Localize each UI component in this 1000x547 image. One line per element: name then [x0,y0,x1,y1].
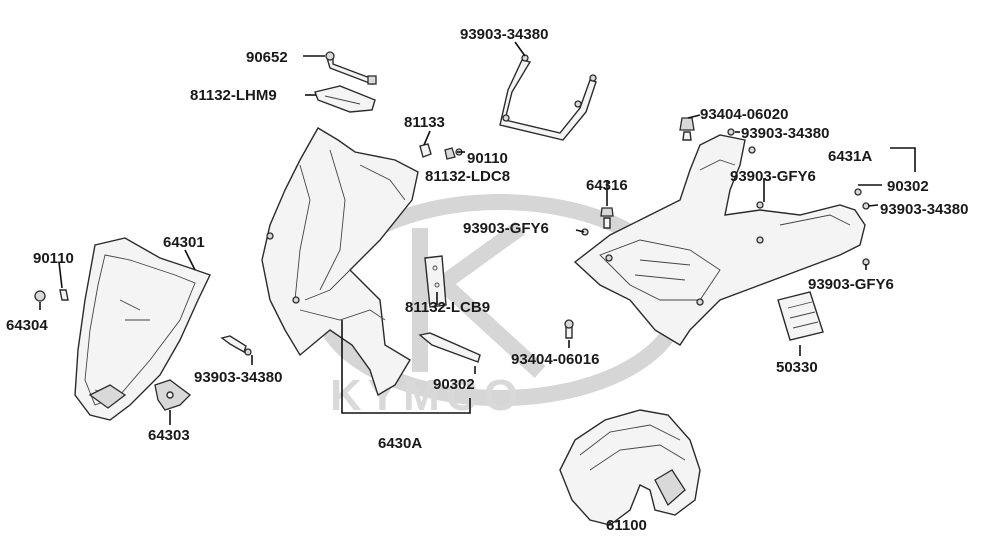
label-93903-34380-right: 93903-34380 [741,125,829,142]
label-81132-ldc8: 81132-LDC8 [425,168,510,185]
part-labels: 93903-34380 90652 81132-LHM9 81133 90110… [6,26,968,534]
front-cover-64301 [74,237,211,421]
label-90110-left: 90110 [33,250,74,267]
label-81132-lcb9: 81132-LCB9 [405,299,490,316]
label-90302-right: 90302 [887,178,929,195]
watermark-text: KYMCO [330,371,524,420]
pad-50330 [777,291,824,341]
grommet-64304 [34,289,69,302]
screw-93404-06016 [564,319,574,339]
label-93903-gfy6-low: 93903-GFY6 [808,276,894,293]
clip-90302-lower [418,332,481,363]
label-93903-34380-low: 93903-34380 [194,369,282,386]
grommet-93404-06020 [679,117,695,141]
label-93404-06016: 93404-06016 [511,351,599,368]
label-50330: 50330 [776,359,818,376]
floor-screws [581,128,870,266]
label-93903-gfy6-right: 93903-GFY6 [730,168,816,185]
bracket-81132-lhm9 [314,85,376,113]
label-90652: 90652 [246,49,288,66]
label-64303: 64303 [148,427,190,444]
label-64304: 64304 [6,317,48,334]
label-93903-34380-far: 93903-34380 [880,201,968,218]
label-90110-mid: 90110 [467,150,508,167]
screw-90652 [325,51,377,86]
label-64301: 64301 [163,234,205,251]
screw-lower-left [220,335,252,356]
front-inner-cover [261,127,419,397]
label-61100: 61100 [606,517,647,534]
clip-64316 [600,207,614,229]
label-81133: 81133 [404,114,445,131]
label-6430A: 6430A [378,435,422,452]
bracket-64303 [154,379,191,411]
label-93404-06020: 93404-06020 [700,106,788,123]
plate-81132-lcb9 [424,255,447,308]
label-93903-34380-top: 93903-34380 [460,26,548,43]
clip-81133 [419,143,463,160]
footboard-6431A [573,134,866,346]
leader-lines [39,41,916,525]
label-64316: 64316 [586,177,628,194]
label-81132-lhm9: 81132-LHM9 [190,87,277,104]
label-90302-low: 90302 [433,376,475,393]
label-93903-gfy6-left: 93903-GFY6 [463,220,549,237]
front-fender-61100 [559,409,701,526]
label-6431A: 6431A [828,148,872,165]
windscreen-bracket [499,54,597,141]
